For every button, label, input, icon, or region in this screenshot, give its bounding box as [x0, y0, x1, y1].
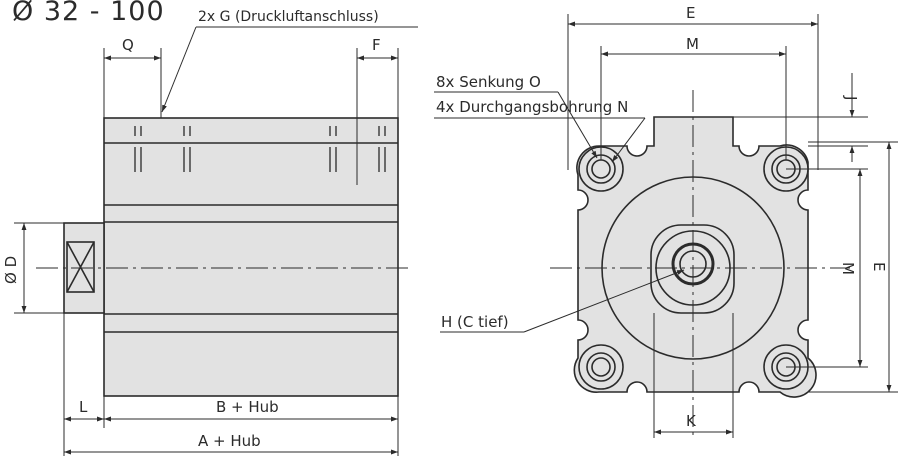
dim-b-label: B + Hub	[216, 398, 279, 416]
bolt-hole-bottom-left	[578, 344, 624, 390]
thread-callout-label: H (C tief)	[441, 313, 509, 331]
dim-e-right-label: E	[870, 262, 888, 271]
port-callout-label: 2x G (Druckluftanschluss)	[198, 9, 379, 25]
drawing-title: Ø 32 - 100	[12, 0, 165, 27]
dim-m-right-label: M	[839, 262, 857, 275]
cylinder-body	[103, 117, 399, 397]
dim-m-top-label: M	[686, 35, 699, 53]
side-view	[14, 26, 418, 456]
dim-e-top-label: E	[686, 4, 695, 22]
dim-a-label: A + Hub	[198, 432, 261, 450]
dim-q-label: Q	[122, 36, 134, 54]
dim-l-label: L	[79, 398, 88, 416]
dim-j-label: J	[842, 95, 860, 100]
countersink-callout-label: 8x Senkung O	[436, 73, 541, 91]
dim-k-label: K	[686, 412, 697, 430]
dim-d-label: Ø D	[2, 256, 20, 284]
through-hole-callout-label: 4x Durchgangsbohrung N	[436, 98, 628, 116]
front-view	[434, 14, 898, 440]
dim-f-label: F	[372, 36, 381, 54]
